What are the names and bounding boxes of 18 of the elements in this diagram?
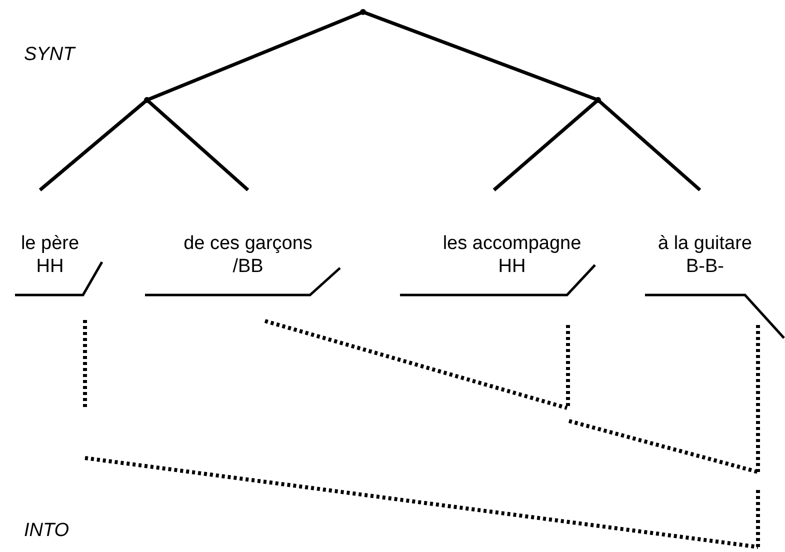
tone-label: B-B- [685,255,725,278]
tree-branch [38,98,148,192]
tree-branch [146,10,364,102]
branch-junction [360,9,366,15]
branch-junction [144,97,150,103]
tree-branch [492,98,600,192]
tree-branch [146,98,250,192]
word-group: à la guitare [640,232,770,255]
word-group: le père [2,232,98,255]
tree-branch [596,98,702,192]
tone-label: /BB [232,255,264,278]
level-label: SYNT [24,44,75,66]
word-group: les accompagne [436,232,588,255]
tone-label: HH [35,255,65,278]
level-label: INTO [24,520,70,542]
branch-junction [595,97,601,103]
word-group: de ces garçons [175,232,321,255]
tone-label: HH [497,255,527,278]
